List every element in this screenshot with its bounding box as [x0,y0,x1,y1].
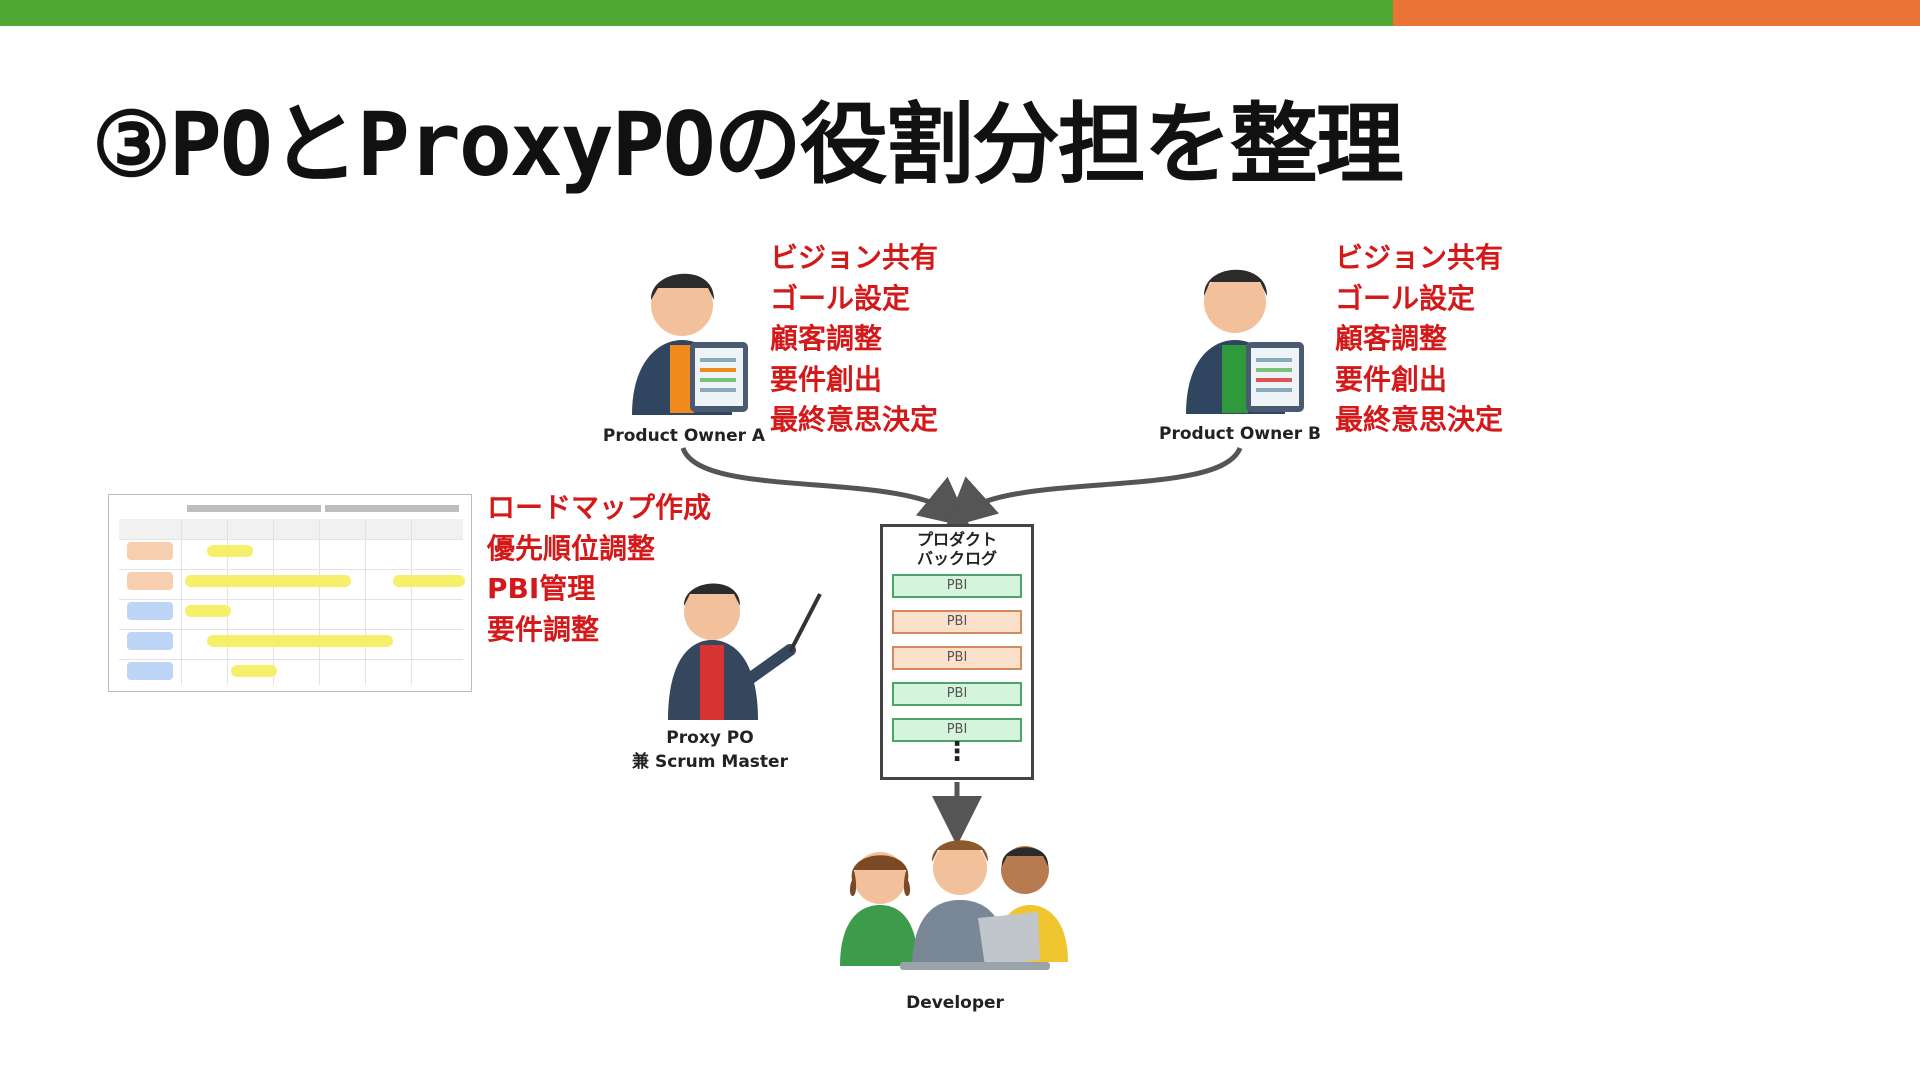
backlog-title-line1: プロダクト [916,530,997,549]
top-accent-bar-orange [1393,0,1920,26]
role-item: ビジョン共有 [1335,241,1504,274]
role-item: 最終意思決定 [1335,403,1504,436]
developer-label: Developer [906,993,1004,1013]
pbi-item: PBI [892,610,1022,634]
role-item: 顧客調整 [1335,322,1448,355]
pbi-item: PBI [892,682,1022,706]
product-owner-b-label: Product Owner B [1159,424,1321,444]
role-item: 顧客調整 [770,322,883,355]
developer-team-icon [840,840,1068,970]
pbi-item: PBI [892,574,1022,598]
proxy-po-label: Proxy PO 兼 Scrum Master [620,726,800,774]
backlog-ellipsis: ⋮ [944,737,970,767]
role-item: PBI管理 [487,572,596,605]
pbi-item: PBI [892,646,1022,670]
role-item: 要件調整 [487,612,600,646]
role-item: 要件創出 [770,362,883,396]
arrow-po-b-to-backlog [945,446,1243,529]
pbi-item: PBI [892,718,1022,742]
role-item: ゴール設定 [770,281,911,315]
proxy-po-icon [668,583,822,720]
product-owner-a-role-list: ビジョン共有 ゴール設定 顧客調整 要件創出 最終意思決定 [770,238,938,441]
proxy-po-role-list: ロードマップ作成 優先順位調整 PBI管理 要件調整 [487,488,711,650]
roadmap-thumbnail [108,494,472,692]
role-item: ゴール設定 [1335,281,1476,315]
role-item: ロードマップ作成 [487,491,712,524]
role-item: 最終意思決定 [770,403,939,436]
role-item: ビジョン共有 [770,241,939,274]
product-owner-a-icon [632,273,748,415]
top-accent-bar-green [0,0,1393,26]
product-owner-b-role-list: ビジョン共有 ゴール設定 顧客調整 要件創出 最終意思決定 [1335,238,1503,441]
product-backlog-title: プロダクト バックログ [880,530,1034,568]
role-item: 優先順位調整 [487,531,656,565]
product-owner-a-label: Product Owner A [602,426,766,446]
slide-title: ③POとProxyPOの役割分担を整理 [92,93,1404,196]
backlog-title-line2: バックログ [916,549,997,568]
role-item: 要件創出 [1335,362,1448,396]
arrow-po-a-to-backlog [680,446,971,528]
product-owner-b-icon [1186,269,1304,414]
proxy-po-label-line1: Proxy PO [666,728,754,748]
proxy-po-label-line2: 兼 Scrum Master [632,752,788,772]
